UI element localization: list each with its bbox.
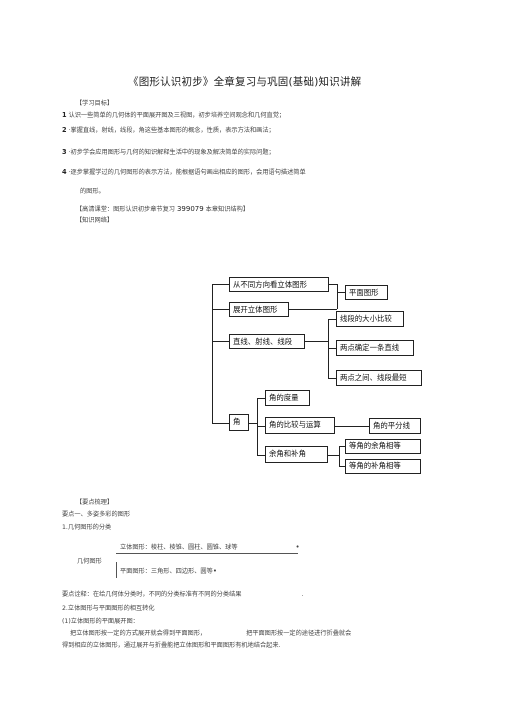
point1-title: 要点一、多姿多彩的图形 (62, 511, 131, 518)
connector (337, 292, 345, 293)
node-equal-complement: 等角的余角相等 (345, 439, 421, 454)
objective-number: 1 (62, 111, 67, 119)
classify-solid: 立体图形：棱柱、棱锥、圆柱、圆锥、球等 • (120, 542, 300, 551)
node-two-points-line: 两点确定一条直线 (336, 340, 414, 356)
node-view-solid: 从不同方向看立体图形 (229, 277, 329, 292)
objective-text: ·逐步掌握学过的几何图形的表示方法，能根据语句画出相应的图形，会用语句描述简单 (68, 169, 306, 176)
objective-item-4: 4 ·逐步掌握学过的几何图形的表示方法，能根据语句画出相应的图形，会用语句描述简… (62, 167, 306, 176)
connector (249, 423, 257, 424)
node-shortest-segment: 两点之间、线段最短 (336, 370, 422, 386)
connector (339, 446, 345, 447)
classify-plane-text: 平面图形：三角形、四边形、圆等 (120, 568, 213, 575)
connector (328, 348, 336, 349)
connector (328, 378, 336, 379)
objective-continuation: 的图形。 (80, 188, 105, 195)
course-note-suffix: 本章知识结构】 (205, 206, 249, 213)
node-equal-supplement: 等角的补角相等 (345, 459, 421, 474)
course-note: 【高清课堂：图形认识初步章节复习 399079 本章知识结构】 (76, 204, 249, 213)
page-title: 《图形认识初步》全章复习与巩固(基础)知识讲解 (128, 76, 362, 88)
dot-mark: . (301, 591, 304, 598)
node-angle-measure: 角的度量 (265, 390, 310, 406)
connector (328, 319, 336, 320)
explanation: 要点诠释：在给几何体分类时，不同的分类标准有不同的分类结果 . (62, 589, 303, 598)
objective-text: 认识一些简单的几何体的平面展开图及三视图，初步培养空间观念和几何直觉； (68, 112, 286, 119)
dot-mark: • (295, 543, 300, 551)
objective-number: 3 (62, 148, 67, 156)
connector (212, 341, 229, 342)
objective-item-2: 2 ·掌握直线，射线，线段，角这些基本图形的概念，性质，表示方法和画法； (62, 125, 275, 134)
connector (289, 309, 337, 310)
paragraph-part-b: 把平面图形按一定的途径进行折叠就会 (246, 630, 352, 637)
connector (257, 426, 265, 427)
subsection-2: 2.立体图形与平面图形的相互转化 (62, 605, 155, 612)
essentials-heading: 【要点梳理】 (76, 499, 114, 506)
connector (257, 455, 265, 456)
objective-number: 2 (62, 126, 67, 134)
course-note-code: 399079 (176, 205, 204, 213)
paragraph-line-1: 把立体图形按一定的方式展开就会得到平面图形， 把平面图形按一定的途径进行折叠就会 (70, 628, 351, 637)
node-angle-compare: 角的比较与运算 (265, 417, 335, 434)
connector (212, 423, 229, 424)
connector (257, 398, 265, 399)
connector (328, 455, 339, 456)
connector (329, 284, 337, 285)
classify-solid-text: 立体图形：棱柱、棱锥、圆柱、圆锥、球等 (120, 544, 238, 551)
node-complement-supplement: 余角和补角 (265, 446, 328, 463)
classify-root: 几何图形 (77, 558, 102, 565)
objective-text: ·初步学会应用图形与几何的知识解释生活中的现象及解决简单的实际问题； (68, 149, 275, 156)
explanation-text: 要点诠释：在给几何体分类时，不同的分类标准有不同的分类结果 (62, 591, 242, 598)
spine-line (212, 284, 213, 424)
subsection-2-1: (1)立体图形的平面展开图： (62, 618, 139, 625)
objective-item-1: 1 认识一些简单的几何体的平面展开图及三视图，初步培养空间观念和几何直觉； (62, 110, 285, 119)
node-compare-segment: 线段的大小比较 (336, 311, 404, 327)
network-heading: 【知识网络】 (76, 217, 114, 224)
classify-divider (116, 553, 298, 554)
paragraph-part-a: 把立体图形按一定的方式展开就会得到平面图形， (70, 630, 207, 637)
connector (335, 426, 369, 427)
objective-text: ·掌握直线，射线，线段，角这些基本图形的概念，性质，表示方法和画法； (68, 127, 275, 134)
node-angle-bisector: 角的平分线 (369, 418, 421, 434)
node-angle: 角 (229, 414, 249, 431)
node-lines: 直线、射线、线段 (229, 334, 305, 349)
connector (212, 309, 229, 310)
classify-bracket (116, 562, 117, 578)
node-plane-figure: 平面图形 (345, 285, 388, 300)
connector (337, 284, 338, 309)
objective-number: 4 (62, 168, 67, 176)
dot-mark: • (212, 567, 217, 575)
classify-plane: 平面图形：三角形、四边形、圆等• (120, 566, 217, 575)
connector (339, 466, 345, 467)
objectives-heading: 【学习目标】 (76, 100, 114, 107)
connector (339, 446, 340, 466)
paragraph-line-2: 得到相应的立体图形，通过展开与折叠能把立体图形和平面图形有机地结合起来. (62, 642, 281, 649)
objective-item-3: 3 ·初步学会应用图形与几何的知识解释生活中的现象及解决简单的实际问题； (62, 147, 275, 156)
connector (212, 284, 229, 285)
node-unfold-solid: 展开立体图形 (229, 302, 289, 317)
subsection-1: 1.几何图形的分类 (62, 524, 112, 531)
connector (305, 341, 328, 342)
course-note-prefix: 【高清课堂：图形认识初步章节复习 (76, 206, 175, 213)
